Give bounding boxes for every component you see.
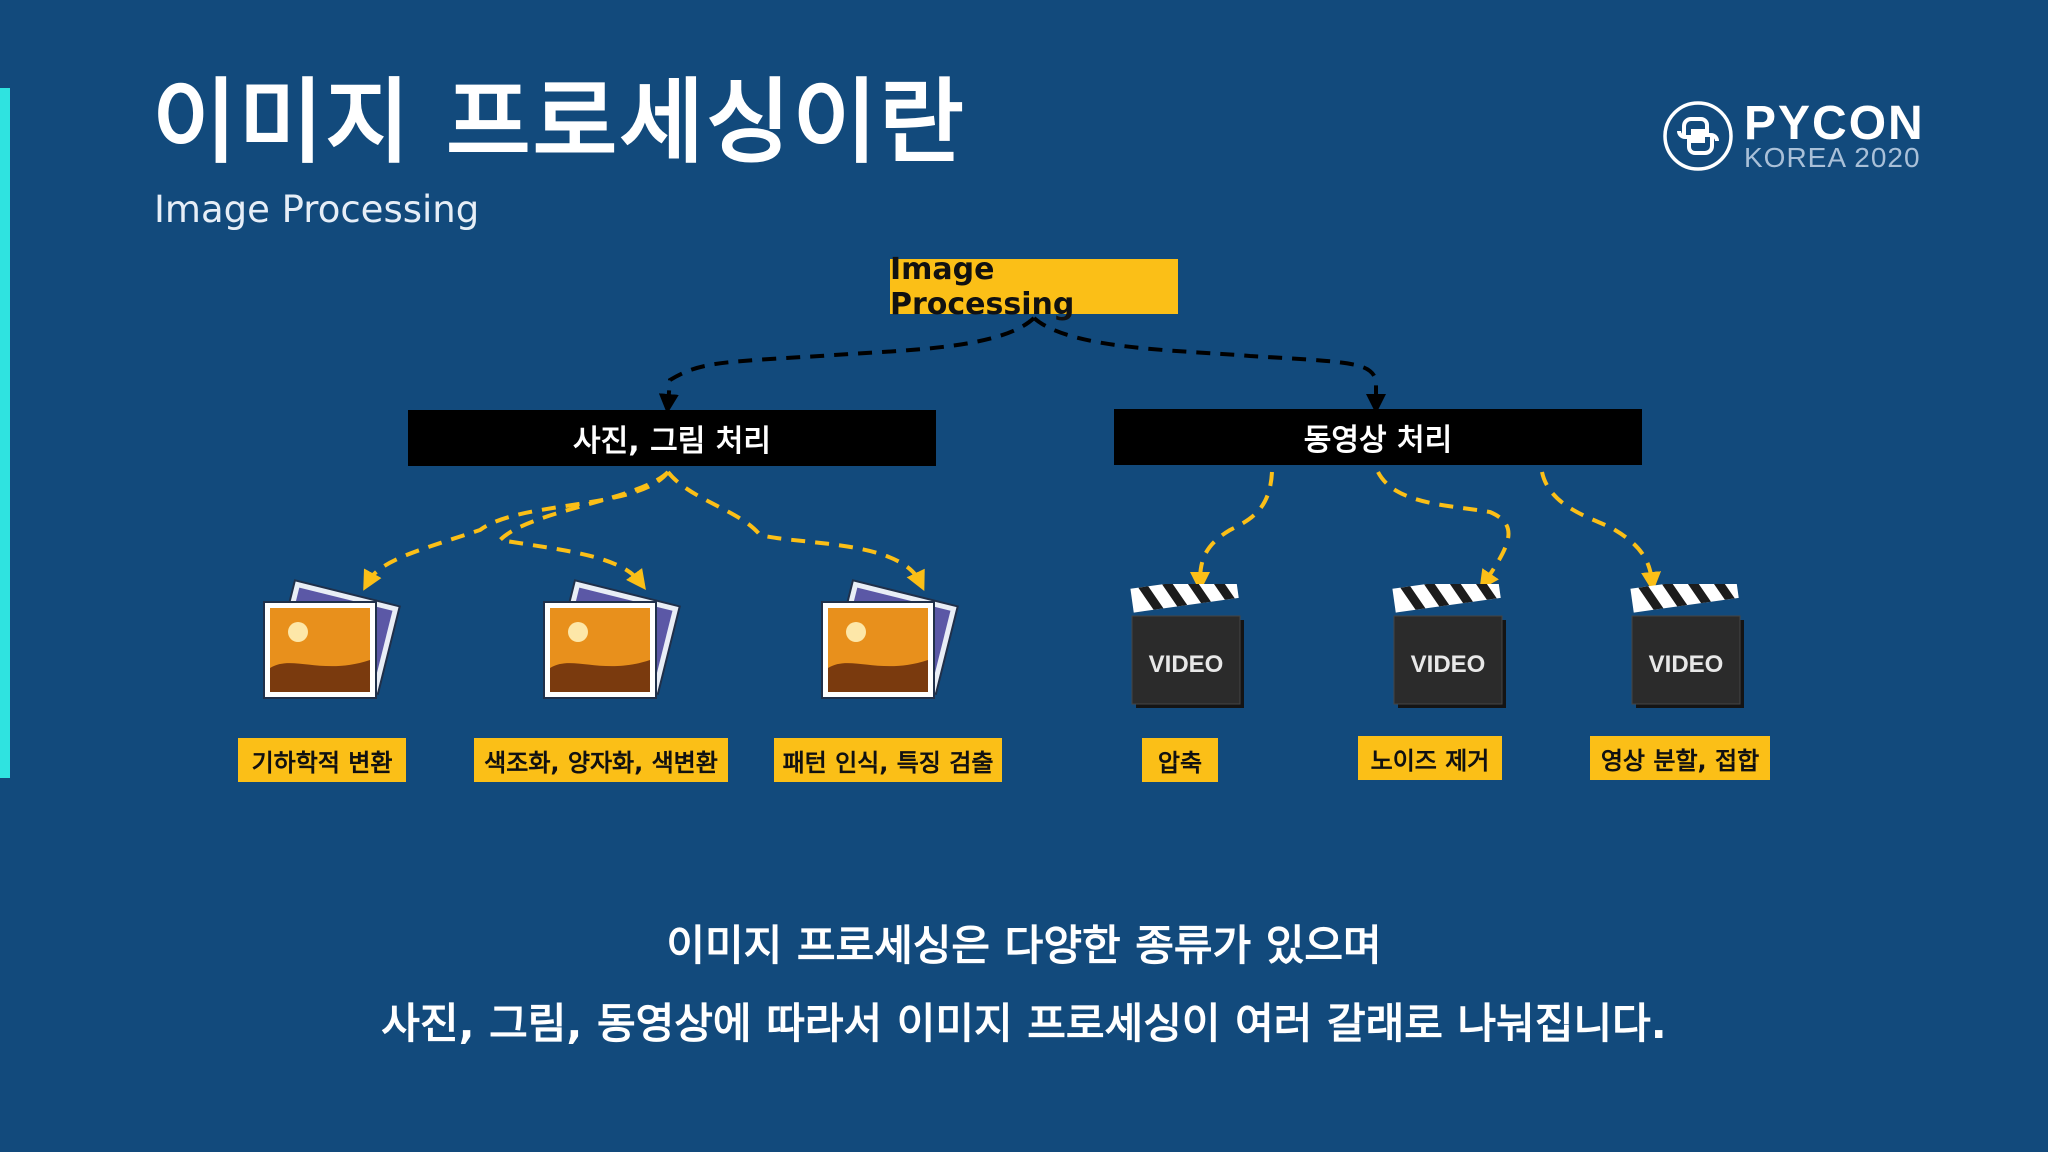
- connector-root-to-video: [1032, 316, 1386, 414]
- video-icon-text: VIDEO: [1649, 651, 1724, 678]
- connector-video-leaf-2: [1376, 470, 1511, 591]
- leaf-label-pattern-recognition: 패턴 인식, 특징 검출: [774, 738, 1002, 782]
- connector-photo-leaf-1: [363, 470, 670, 591]
- accent-bar: [0, 88, 10, 778]
- pycon-logo: PYCON KOREA 2020: [1660, 97, 1940, 178]
- slide-title: 이미지 프로세싱이란: [152, 69, 966, 176]
- photo-icon: [263, 579, 401, 699]
- slide-subtitle: Image Processing: [154, 188, 480, 231]
- root-node: Image Processing: [890, 252, 1178, 322]
- video-icon-text: VIDEO: [1411, 651, 1486, 678]
- photo-icon: [543, 579, 681, 699]
- video-clapper-icon: VIDEO: [1130, 584, 1244, 708]
- video-icon-text: VIDEO: [1149, 651, 1224, 678]
- video-clapper-icon: VIDEO: [1630, 584, 1744, 708]
- leaf-label-compression: 압축: [1142, 738, 1218, 782]
- caption-line-1: 이미지 프로세싱은 다양한 종류가 있으며: [666, 921, 1382, 970]
- video-clapper-icon: VIDEO: [1392, 584, 1506, 708]
- logo-subtext: KOREA 2020: [1744, 142, 1921, 173]
- logo-name: PYCON: [1744, 97, 1925, 150]
- connector-photo-leaf-2: [495, 470, 670, 591]
- connector-video-leaf-3: [1540, 471, 1662, 592]
- connector-photo-leaf-3: [666, 470, 925, 592]
- python-logo-icon: [1663, 101, 1733, 171]
- leaf-label-noise-removal: 노이즈 제거: [1358, 736, 1502, 780]
- caption-line-2: 사진, 그림, 동영상에 따라서 이미지 프로세싱이 여러 갈래로 나눠집니다.: [381, 999, 1667, 1048]
- connector-video-leaf-1: [1190, 471, 1274, 592]
- leaf-label-color-quantization: 색조화, 양자화, 색변환: [474, 738, 728, 782]
- category-photo: 사진, 그림 처리: [408, 410, 936, 466]
- category-video: 동영상 처리: [1114, 409, 1642, 465]
- leaf-label-segmentation: 영상 분할, 접합: [1590, 736, 1770, 780]
- photo-icon: [821, 579, 959, 699]
- connector-root-to-photo: [658, 316, 1036, 414]
- leaf-label-geometric-transform: 기하학적 변환: [238, 738, 406, 782]
